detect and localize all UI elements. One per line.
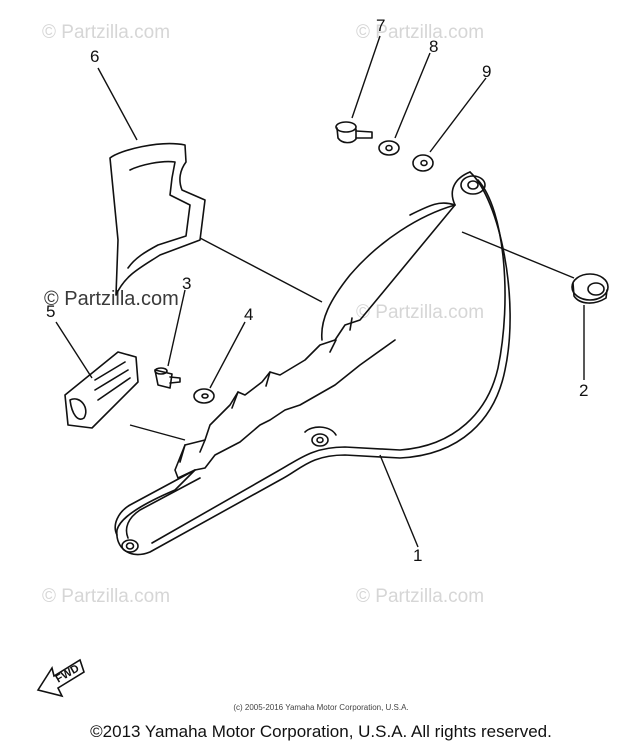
chain-case-part xyxy=(114,171,511,556)
bolt-part xyxy=(154,367,181,389)
watermark: © Partzilla.com xyxy=(42,22,171,43)
label-plate-part xyxy=(64,351,139,429)
cover-plate-part xyxy=(109,142,206,296)
copyright-notice: ©2013 Yamaha Motor Corporation, U.S.A. A… xyxy=(90,722,552,741)
watermark-dark: © Partzilla.com xyxy=(44,288,179,310)
callout-7: 7 xyxy=(376,16,386,35)
washer-part xyxy=(378,140,400,156)
watermark: © Partzilla.com xyxy=(356,586,485,607)
watermark: © Partzilla.com xyxy=(356,22,485,43)
callout-8: 8 xyxy=(429,37,439,56)
fwd-arrow-icon xyxy=(36,658,85,698)
leader-lines xyxy=(55,35,585,548)
callout-6: 6 xyxy=(90,47,100,66)
watermark: © Partzilla.com xyxy=(356,302,485,323)
washer-part xyxy=(193,388,215,404)
callout-1: 1 xyxy=(413,546,423,565)
grommet-part xyxy=(571,273,609,304)
callout-9: 9 xyxy=(482,62,492,81)
watermark: © Partzilla.com xyxy=(42,586,171,607)
callout-2: 2 xyxy=(579,381,589,400)
copyright-small: (c) 2005-2016 Yamaha Motor Corporation, … xyxy=(233,703,409,712)
washer-part xyxy=(412,154,434,172)
callout-5: 5 xyxy=(46,302,56,321)
callout-3: 3 xyxy=(182,274,192,293)
callout-4: 4 xyxy=(244,305,254,324)
bolt-part xyxy=(335,121,373,144)
